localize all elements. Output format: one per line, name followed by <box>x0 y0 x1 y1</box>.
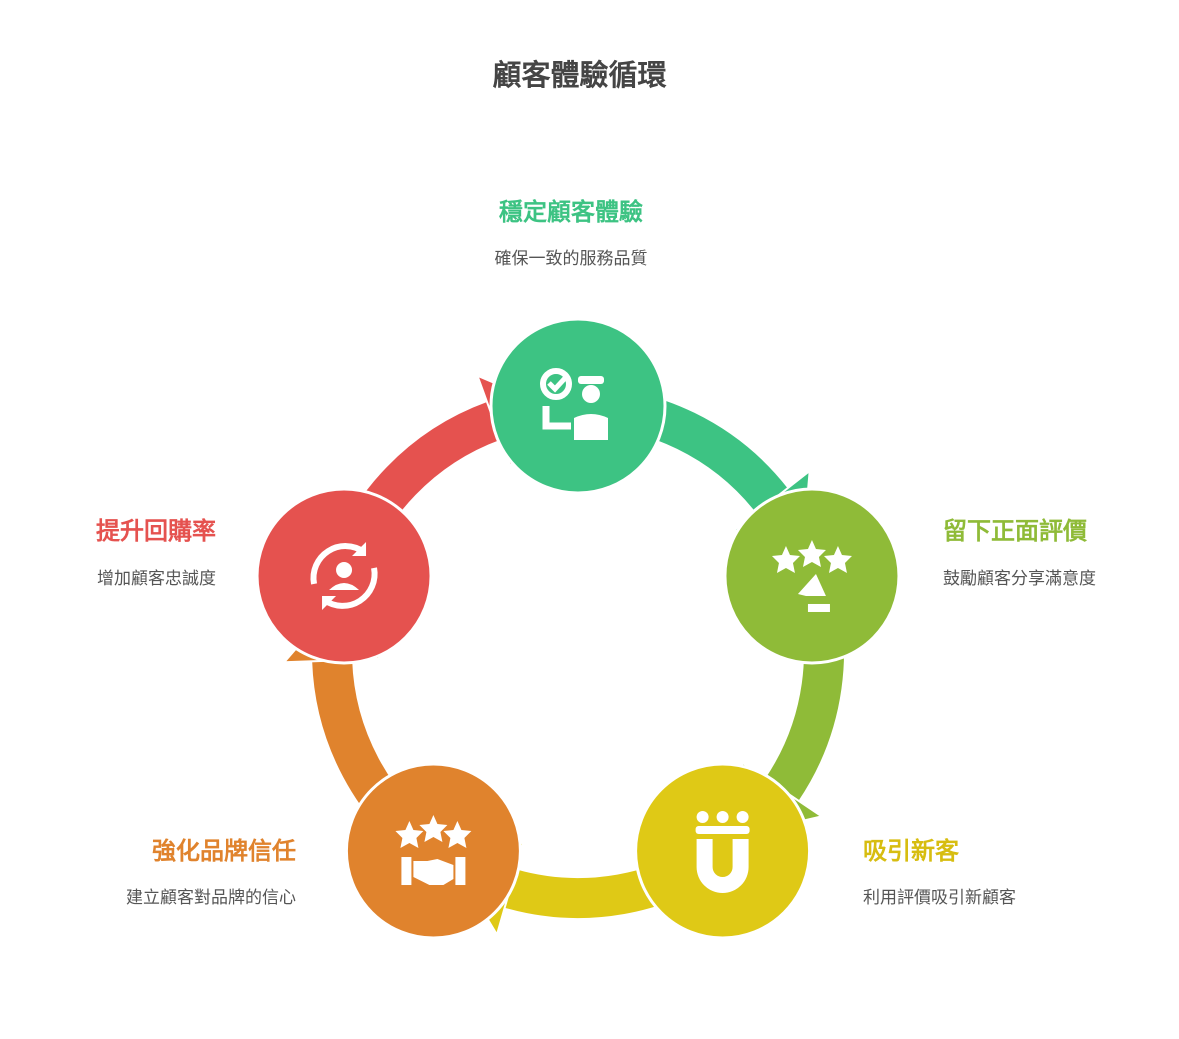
step-circle <box>344 762 522 940</box>
step-desc-repurchase: 增加顧客忠誠度 <box>97 569 216 589</box>
step-node <box>489 317 667 495</box>
step-node <box>255 487 433 665</box>
step-desc-attract: 利用評價吸引新顧客 <box>863 888 1016 908</box>
diagram-title: 顧客體驗循環 <box>492 58 667 92</box>
stars-review-hand-icon <box>771 539 852 612</box>
step-node <box>344 762 522 940</box>
step-title-stabilize: 穩定顧客體驗 <box>499 198 643 226</box>
step-title-reviews: 留下正面評價 <box>943 517 1087 545</box>
magnet-people-icon <box>695 811 750 894</box>
step-circle <box>634 762 812 940</box>
step-desc-trust: 建立顧客對品牌的信心 <box>126 888 296 908</box>
step-desc-reviews: 鼓勵顧客分享滿意度 <box>943 569 1096 589</box>
step-circle <box>723 487 901 665</box>
step-desc-stabilize: 確保一致的服務品質 <box>494 249 648 269</box>
step-circle <box>489 317 667 495</box>
customer-service-check-icon <box>540 368 608 440</box>
step-title-attract: 吸引新客 <box>863 837 959 865</box>
step-node <box>723 487 901 665</box>
user-cycle-icon <box>310 541 378 610</box>
step-title-trust: 強化品牌信任 <box>152 837 296 865</box>
stars-handshake-icon <box>395 815 472 886</box>
step-title-repurchase: 提升回購率 <box>96 517 216 545</box>
step-node <box>634 762 812 940</box>
